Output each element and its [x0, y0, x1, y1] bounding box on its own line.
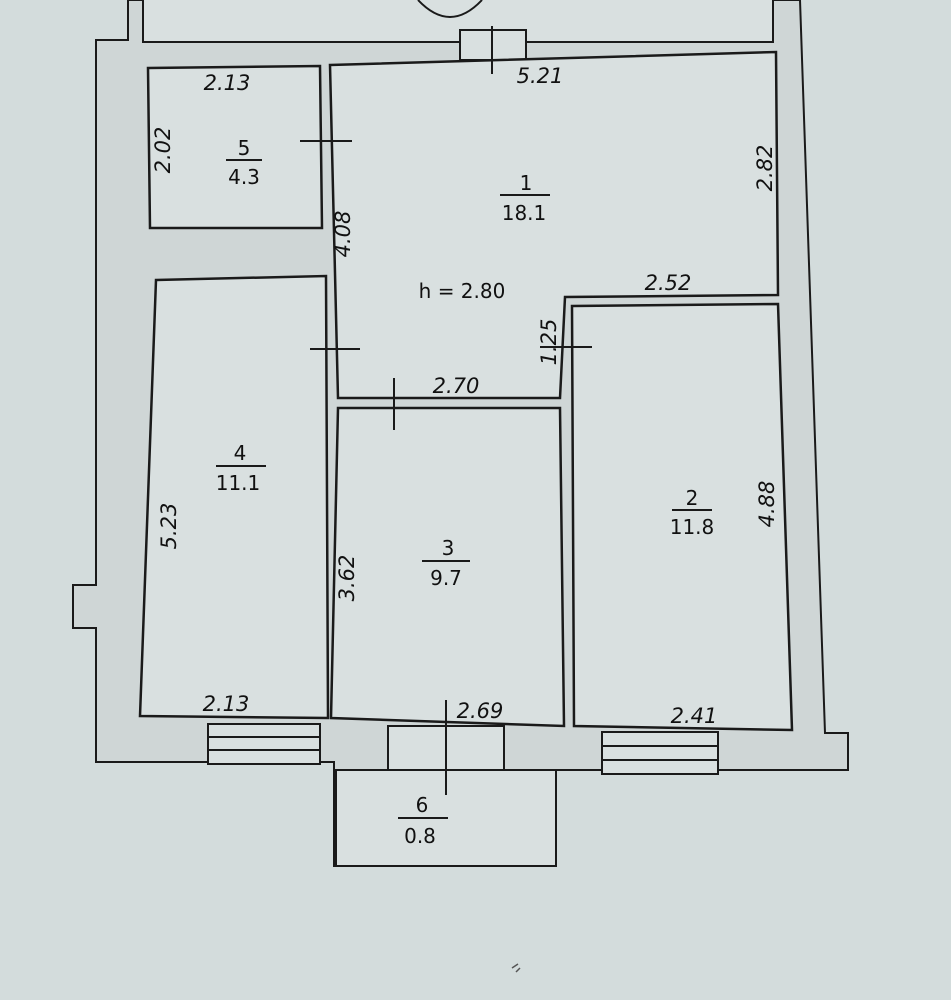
dim-room1-bottom: 2.70 [433, 374, 480, 398]
dim-room1-left: 4.08 [331, 211, 355, 258]
dim-room4-bottom: 2.13 [203, 692, 250, 716]
dim-room4-left: 5.23 [157, 503, 181, 550]
room-5-number: 5 [238, 136, 251, 160]
pen-mark [511, 963, 521, 973]
room-2-outline [570, 302, 794, 732]
dim-room1-step-top: 2.52 [645, 271, 692, 295]
ceiling-height: h = 2.80 [419, 279, 506, 303]
room-2-number: 2 [686, 486, 699, 510]
room-5-outline [146, 64, 324, 230]
dim-room2-bottom: 2.41 [671, 704, 718, 728]
room-2-area: 11.8 [670, 515, 715, 539]
room-4-area: 11.1 [216, 471, 261, 495]
room-4-number: 4 [234, 441, 247, 465]
dim-room5-left: 2.02 [151, 127, 175, 174]
door-markers [300, 26, 592, 795]
room-5-area: 4.3 [228, 165, 260, 189]
dim-room3-left: 3.62 [335, 555, 359, 602]
top-fixture-arc [417, 0, 483, 18]
window-room-2 [601, 731, 719, 775]
dim-room2-right: 4.88 [755, 481, 779, 528]
dim-room5-top: 2.13 [204, 71, 251, 95]
room-fraction-bars [216, 159, 712, 819]
room-6-area: 0.8 [404, 824, 436, 848]
dim-room1-step-side: 1.25 [537, 319, 561, 366]
window-room-4 [207, 723, 321, 765]
room-6-number: 6 [416, 793, 429, 817]
room-3-outline [329, 406, 566, 728]
room-3-number: 3 [442, 536, 455, 560]
room-4-outline [138, 274, 330, 720]
dim-room3-bottom: 2.69 [457, 699, 504, 723]
room-1-area: 18.1 [502, 201, 547, 225]
dim-room1-right: 2.82 [753, 145, 777, 192]
room-1-number: 1 [520, 171, 533, 195]
top-room-fragment [142, 0, 774, 43]
dim-room1-top: 5.21 [517, 64, 564, 88]
room-1-outline [328, 50, 780, 400]
room-3-area: 9.7 [430, 566, 462, 590]
